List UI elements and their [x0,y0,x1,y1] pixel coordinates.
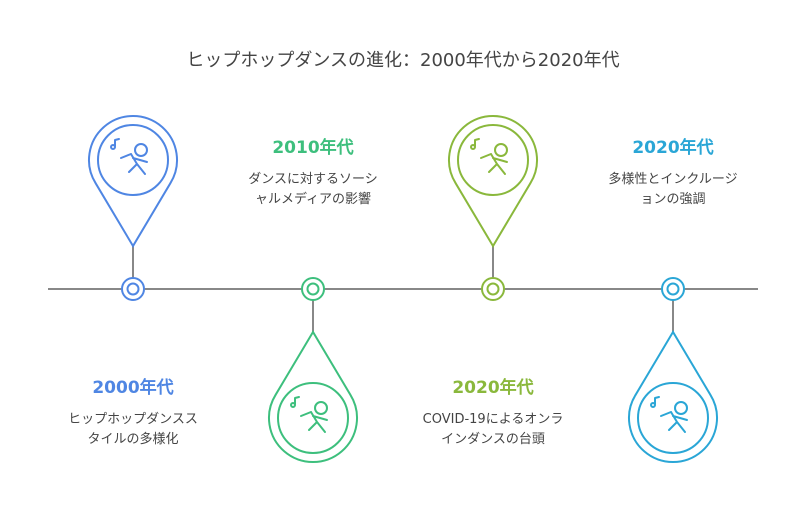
event-text-2010s: 2010年代 ダンスに対するソーシ ャルメディアの影響 [223,133,403,210]
event-era: 2020年代 [452,378,534,398]
timeline-node-inner [486,282,500,296]
event-desc-line: インダンスの台頭 [441,432,545,447]
music-dancer-icon [290,396,328,433]
diagram-title: ヒップホップダンスの進化：2000年代から2020年代 [186,50,620,71]
event-desc-line: ョンの強調 [640,192,706,207]
event-text-2020s-covid: 2020年代 COVID-19によるオンラ インダンスの台頭 [403,373,583,450]
timeline-node-inner [306,282,320,296]
pin-inner-circle [457,124,529,196]
inclusive-dancer-icon [650,396,688,433]
timeline-node-inner [126,282,140,296]
event-text-2020s-diversity: 2020年代 多様性とインクルージ ョンの強調 [583,133,763,210]
map-pin [88,115,178,248]
map-pin [628,330,718,463]
event-era: 2020年代 [632,138,714,158]
timeline-node-inner [666,282,680,296]
event-desc-line: 多様性とインクルージ [608,172,738,187]
singer-dancer-icon [110,138,148,175]
map-pin [448,115,538,248]
event-era: 2000年代 [92,378,174,398]
event-desc-line: タイルの多様化 [87,432,179,447]
event-desc-line: ャルメディアの影響 [254,192,372,207]
event-text-2000s: 2000年代 ヒップホップダンスス タイルの多様化 [43,373,223,450]
event-era: 2010年代 [272,138,354,158]
event-desc-line: ダンスに対するソーシ [248,172,378,187]
pin-inner-circle [637,382,709,454]
timeline-node [661,277,685,301]
map-pin [268,330,358,463]
timeline-node [301,277,325,301]
online-dancer-icon [470,138,508,175]
event-desc-line: ヒップホップダンスス [68,412,198,427]
pin-inner-circle [277,382,349,454]
pin-inner-circle [97,124,169,196]
event-desc-line: COVID-19によるオンラ [422,412,564,427]
timeline-node [121,277,145,301]
timeline-node [481,277,505,301]
